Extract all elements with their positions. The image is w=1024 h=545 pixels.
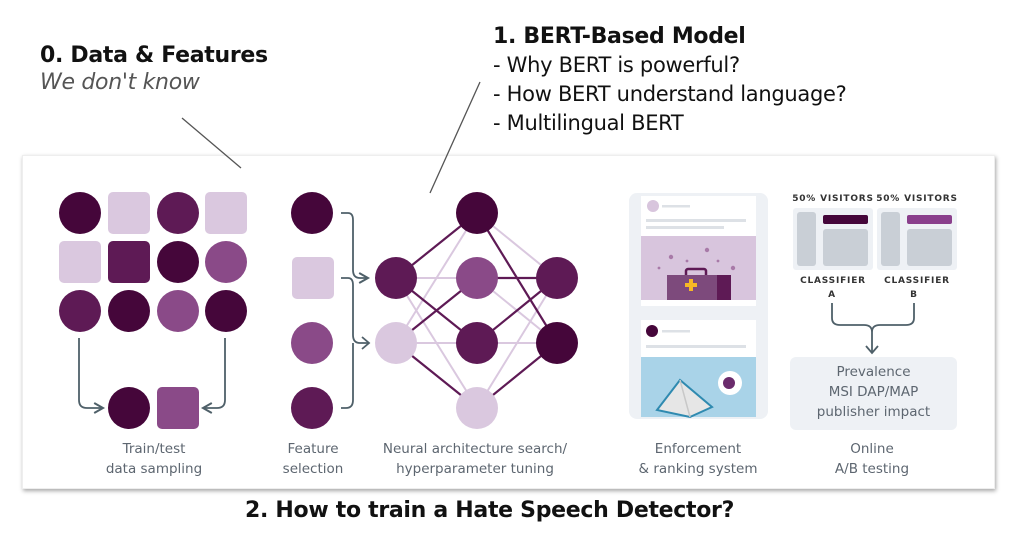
caption-feature-selection: Feature selection [277,439,349,479]
training-question: 2. How to train a Hate Speech Detector? [245,498,735,523]
avatar [646,325,658,337]
traffic-label-a: 50% VISITORS [792,194,874,204]
feature-node [291,387,333,429]
nn-hidden-node [456,322,498,364]
ab-merge-bracket [831,303,915,352]
data-item-square [59,241,101,283]
caption-line: selection [282,461,344,477]
nn-hidden-node [456,387,498,429]
avatar [647,200,659,212]
data-item-square [108,241,150,283]
bert-bullet: - How BERT understand language? [493,82,847,106]
nn-output-node [536,257,578,299]
data-item-circle [108,290,150,332]
data-item-circle [157,290,199,332]
data-item-circle [205,241,247,283]
caption-line: A/B testing [834,461,910,477]
book-icon [655,378,714,419]
nn-hidden-node [456,257,498,299]
caption-line: data sampling [105,461,203,477]
caption-sampling: Train/test data sampling [93,439,215,479]
caption-line: Neural architecture search/ [382,441,568,457]
feature-node [291,192,333,234]
nn-edges-dark [395,212,558,409]
nn-input-node [375,257,417,299]
train-sample-circle [108,387,150,429]
classifier-label-b: CLASSIFIER [884,276,950,286]
ab-panel-b [877,208,957,270]
data-item-square [108,192,150,234]
metric-line: Prevalence [836,364,911,380]
data-item-circle [59,290,101,332]
caption-enforcement: Enforcement & ranking system [628,439,768,479]
data-item-circle [59,192,101,234]
classifier-id-a: A [828,290,836,300]
classifier-id-b: B [910,290,918,300]
metric-line: MSI DAP/MAP [828,384,919,400]
coffee-cup-icon [718,371,742,395]
annotation-subtitle: We don't know [40,70,200,95]
annotation-bert-model: 1. BERT-Based Model - Why BERT is powerf… [493,22,847,138]
caption-line: Online [850,441,894,457]
annotation-title: 0. Data & Features [40,43,268,68]
ab-merge-arrowhead [865,345,879,355]
nn-input-node [375,322,417,364]
sampling-grid [59,192,247,332]
data-item-circle [205,290,247,332]
bert-bullet: - Why BERT is powerful? [493,53,740,77]
nn-hidden-node [456,192,498,234]
metrics-box: Prevalence MSI DAP/MAP publisher impact [790,357,957,430]
data-item-circle [157,192,199,234]
classifier-b-bar [907,215,952,224]
annotation-data-features: 0. Data & Features We don't know [40,43,268,95]
ab-panel-a [793,208,873,270]
feature-bracket-arrowhead [361,336,371,350]
sampling-arrow-right [200,338,226,414]
caption-ab-testing: Online A/B testing [812,439,932,479]
sampling-arrow-left [78,338,106,414]
caption-nas: Neural architecture search/ hyperparamet… [370,439,580,479]
test-sample-square [157,387,199,429]
feature-bracket-top [341,212,371,284]
feature-node [291,322,333,364]
nn-edges-light [395,212,558,409]
classifier-a-bar [823,215,868,224]
caption-line: & ranking system [638,461,758,477]
caption-line: Enforcement [654,441,742,457]
caption-line: hyperparameter tuning [396,461,554,477]
feature-node [292,257,334,299]
annotation-title: 1. BERT-Based Model [493,24,746,49]
enforcement-feed-illustration [629,193,768,419]
data-item-circle [157,241,199,283]
caption-line: Train/test [122,441,186,457]
medical-kit-icon [667,267,731,300]
data-item-square [205,192,247,234]
nn-output-node [536,322,578,364]
feature-bracket-bottom [341,277,368,409]
traffic-label-b: 50% VISITORS [876,194,958,204]
bert-bullet: - Multilingual BERT [493,111,684,135]
metric-line: publisher impact [816,404,931,420]
caption-line: Feature [287,441,339,457]
classifier-label-a: CLASSIFIER [800,276,866,286]
heart-icons [657,247,736,271]
